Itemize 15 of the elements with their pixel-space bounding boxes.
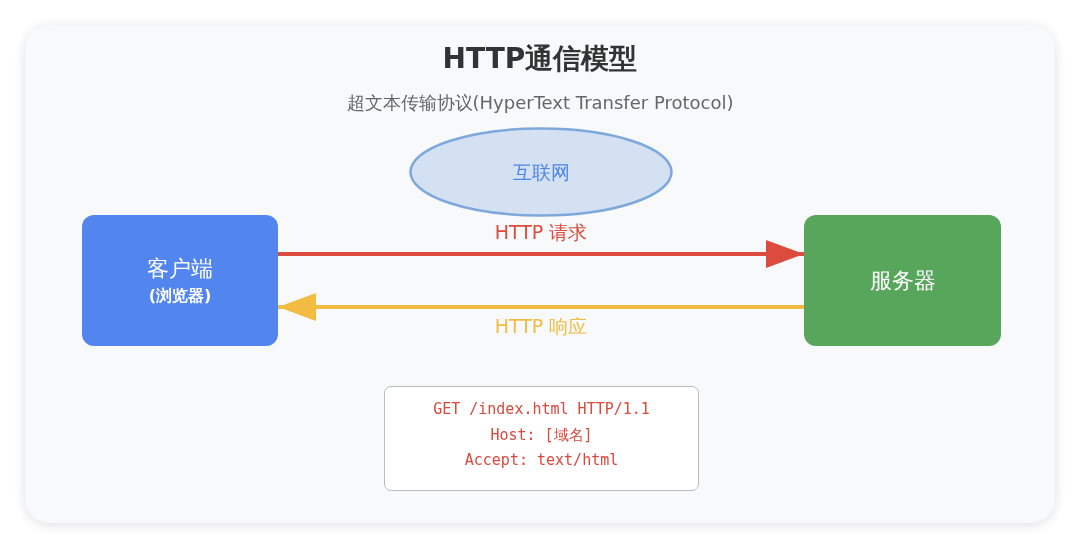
server-box <box>804 215 1001 346</box>
diagram-title: HTTP通信模型 <box>442 42 638 76</box>
code-box <box>384 386 699 491</box>
code-line: GET /index.html HTTP/1.1 <box>433 399 650 420</box>
arrow <box>278 293 804 321</box>
node-sublabel: (浏览器) <box>148 284 212 307</box>
node-label: 互联网 <box>512 160 570 185</box>
subtitle: 超文本传输协议(HyperText Transfer Protocol) <box>346 91 734 115</box>
node-label: 服务器 <box>869 266 936 295</box>
client-box <box>82 215 278 346</box>
code-line: Accept: text/html <box>464 450 619 471</box>
code-line: Host: [域名] <box>490 424 593 446</box>
node-label: 客户端 <box>147 254 213 283</box>
arrow <box>278 240 804 268</box>
network-ellipse <box>409 127 673 217</box>
